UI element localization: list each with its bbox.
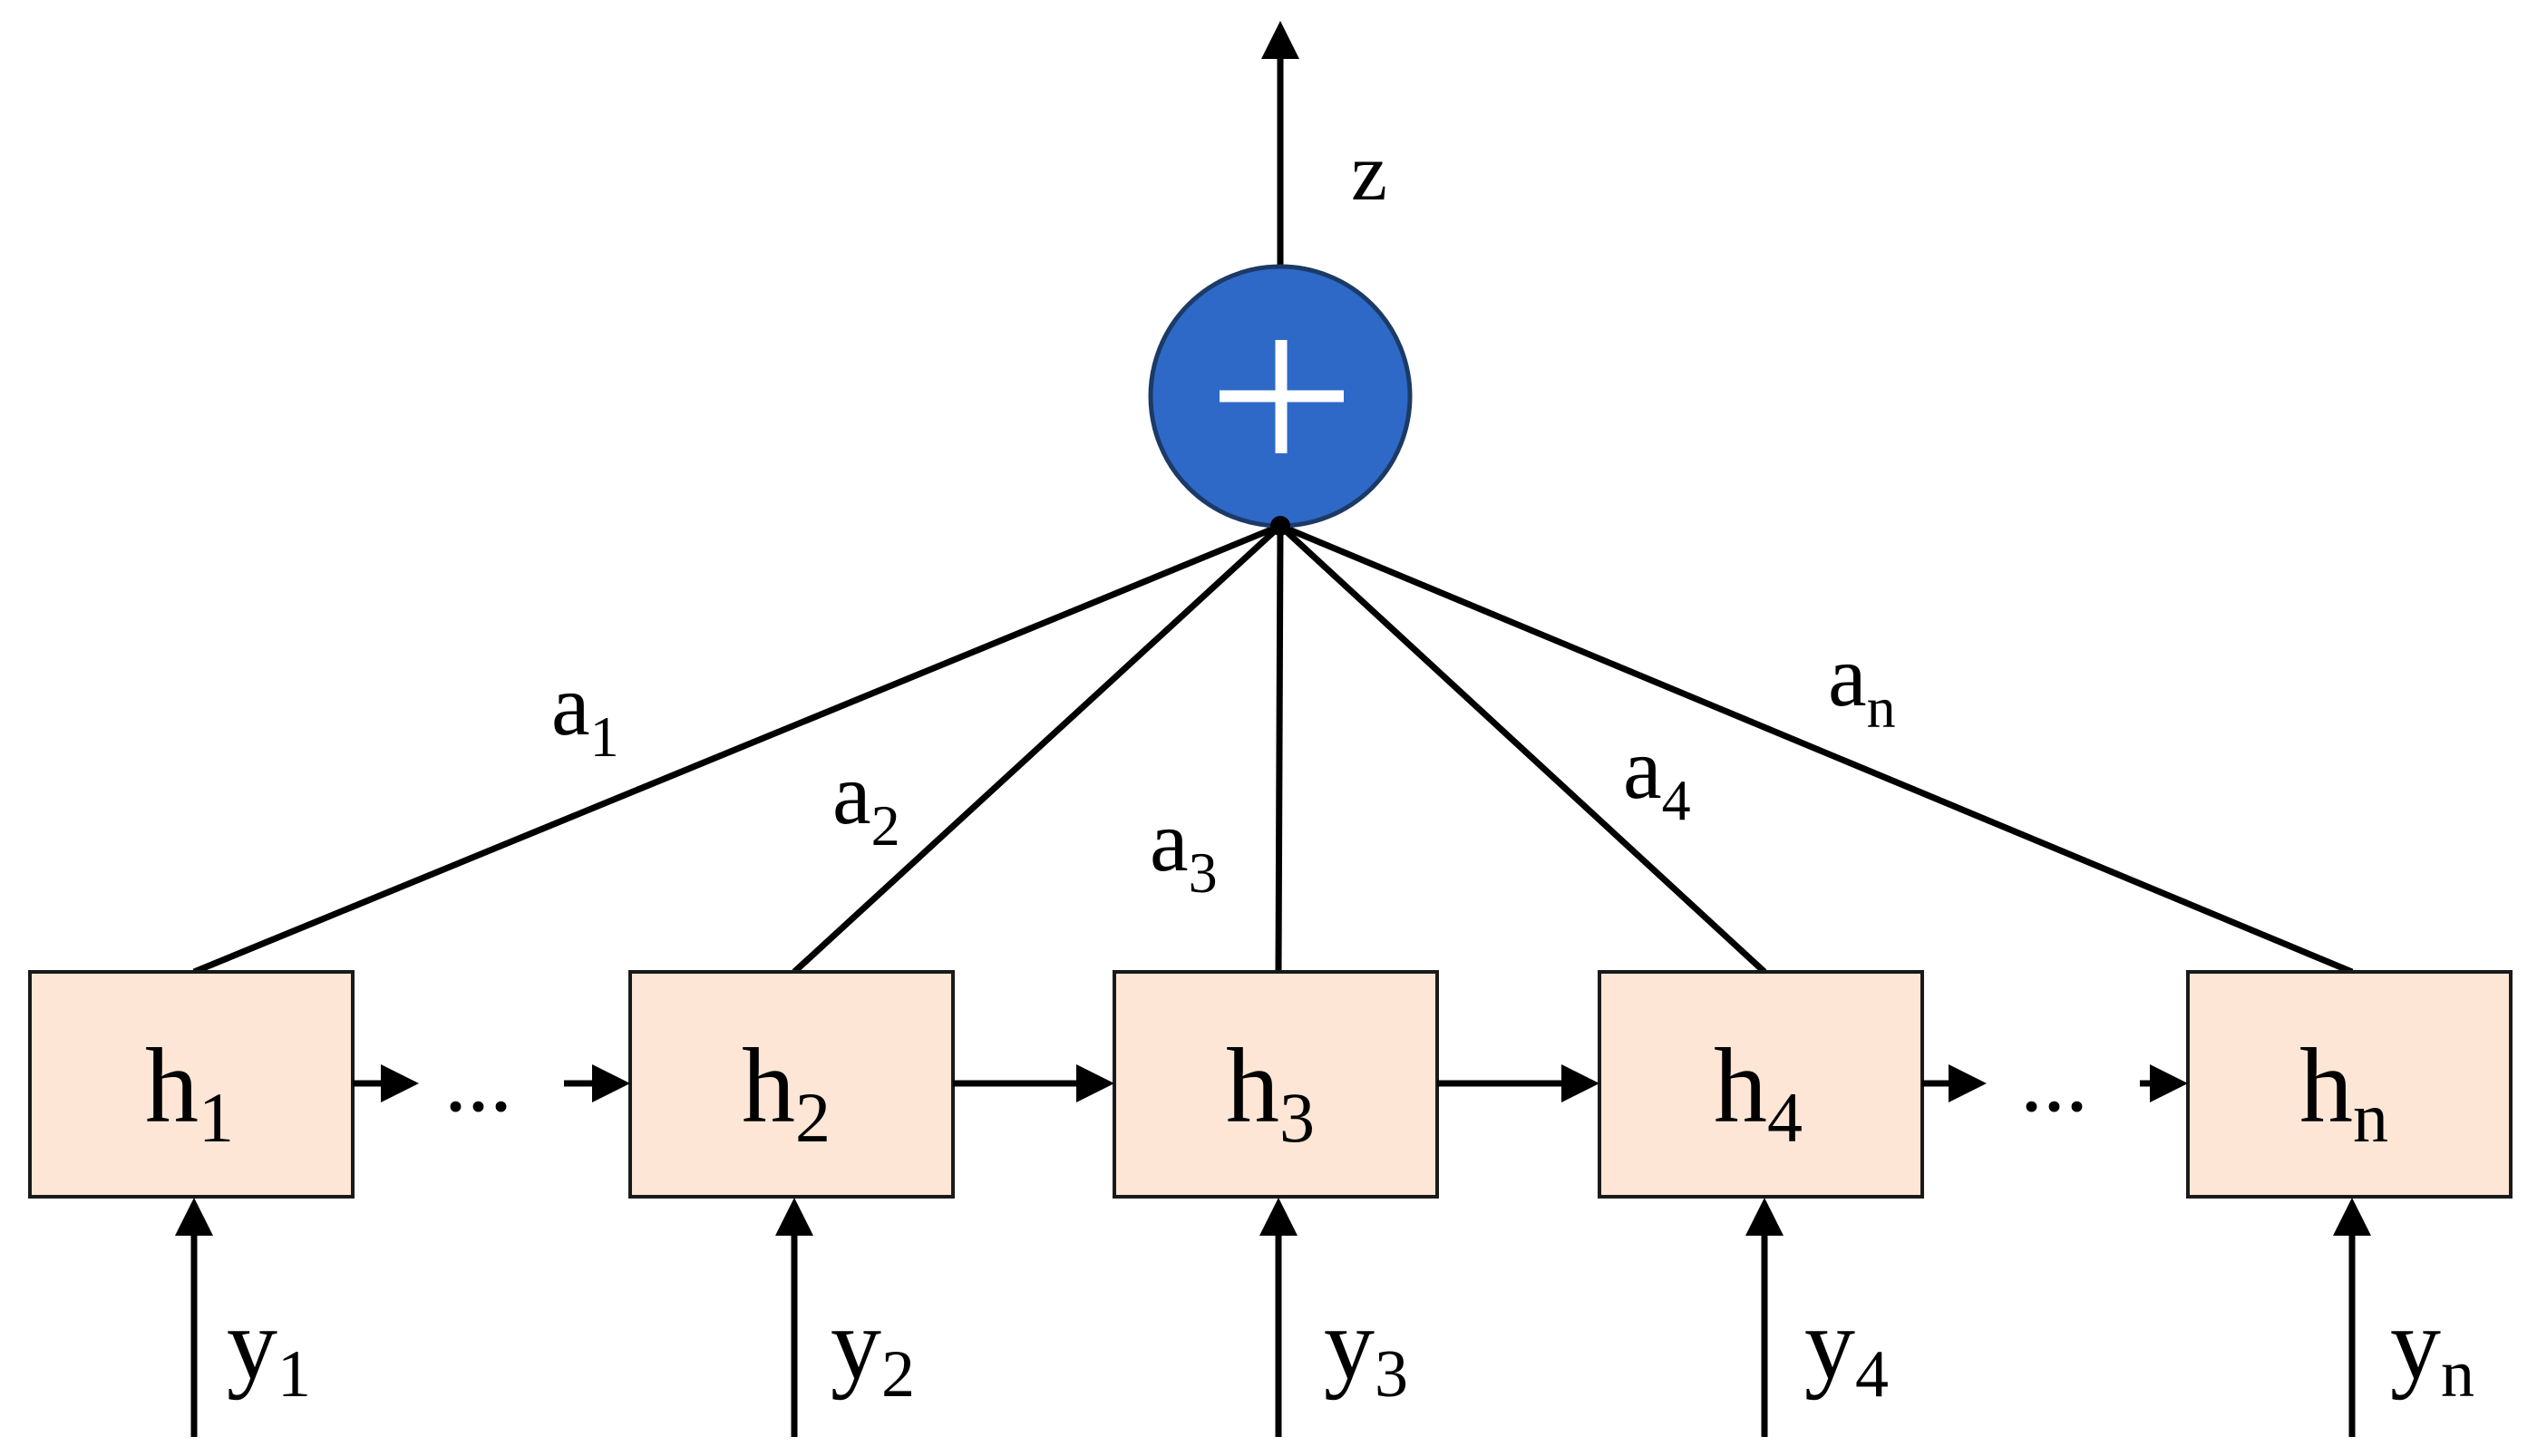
weight-label-n: an [1828, 627, 1896, 740]
weight-line-1 [192, 522, 1282, 976]
sum-node [1148, 264, 1413, 536]
node-h3: h3 [1113, 970, 1439, 1199]
weight-label-4: a4 [1623, 720, 1691, 832]
ellipsis-1: ... [444, 1030, 512, 1131]
svg-text:h4: h4 [1714, 1026, 1803, 1157]
plus-icon [1220, 340, 1344, 453]
input-label-n: yn [2390, 1288, 2474, 1412]
svg-text:h2: h2 [742, 1026, 831, 1157]
sum-junction-dot [1270, 516, 1290, 536]
output-label: z [1351, 128, 1387, 218]
node-h2: h2 [628, 970, 955, 1199]
svg-text:h3: h3 [1226, 1026, 1315, 1157]
node-h1: h1 [28, 970, 355, 1199]
weight-label-2: a2 [832, 745, 900, 858]
weight-label-1: a1 [551, 656, 619, 769]
input-label-2: y2 [831, 1288, 915, 1412]
input-label-1: y1 [227, 1288, 311, 1412]
node-hn: hn [2186, 970, 2513, 1199]
weight-line-2 [792, 523, 1283, 975]
input-label-4: y4 [1804, 1288, 1889, 1412]
weight-line-n [1278, 522, 2354, 976]
input-label-3: y3 [1324, 1288, 1408, 1412]
ellipsis-2: ... [2020, 1030, 2088, 1131]
weight-line-3 [1275, 525, 1284, 973]
svg-text:h1: h1 [145, 1026, 234, 1157]
weight-label-3: a3 [1150, 792, 1218, 905]
svg-text:hn: hn [2299, 1026, 2388, 1157]
node-h4: h4 [1598, 970, 1924, 1199]
weight-line-4 [1278, 523, 1767, 975]
